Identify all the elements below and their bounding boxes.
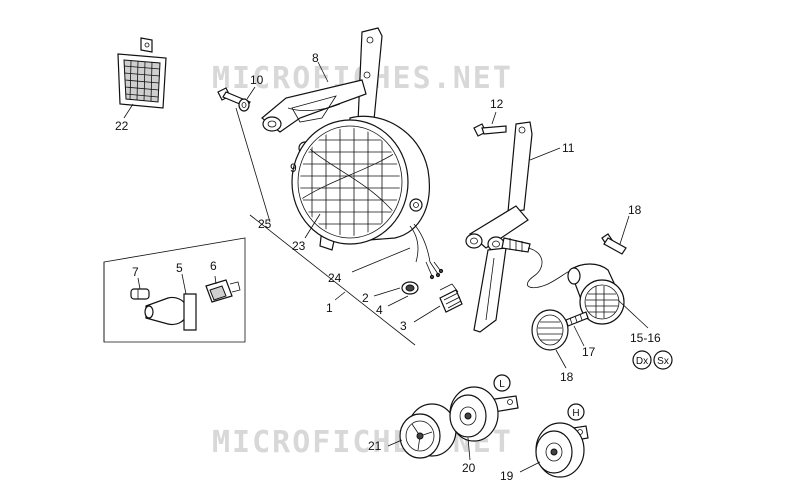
leader-10 bbox=[246, 86, 256, 100]
leader-17 bbox=[573, 325, 585, 347]
signal-bracket-11 bbox=[465, 121, 533, 333]
leader-12 bbox=[491, 111, 497, 125]
badge-horn-low: L bbox=[493, 374, 511, 392]
svg-text:L: L bbox=[499, 379, 505, 390]
headlight-23 bbox=[291, 115, 431, 263]
leader-2 bbox=[373, 287, 401, 297]
leader-6 bbox=[214, 275, 217, 285]
bolt-12 bbox=[473, 123, 507, 137]
group-1-bracket bbox=[249, 214, 416, 346]
callout-9: 9 bbox=[290, 161, 297, 175]
callout-4: 4 bbox=[376, 303, 383, 317]
signal-cable bbox=[527, 247, 573, 289]
headlight-bracket-8 bbox=[261, 27, 383, 133]
callout-10: 10 bbox=[250, 73, 264, 87]
leader-3 bbox=[413, 305, 441, 323]
callout-8: 8 bbox=[312, 51, 319, 65]
callout-11: 11 bbox=[562, 141, 575, 155]
svg-text:Sx: Sx bbox=[657, 356, 669, 367]
turn-signal-lens-18 bbox=[531, 309, 569, 351]
leader-18-upper bbox=[619, 215, 630, 245]
callout-12: 12 bbox=[490, 97, 504, 111]
horn-19 bbox=[535, 422, 589, 478]
svg-text:Dx: Dx bbox=[636, 356, 648, 367]
callout-6: 6 bbox=[210, 259, 217, 273]
callout-19: 19 bbox=[500, 469, 514, 483]
wiring-24 bbox=[425, 261, 444, 280]
callout-17: 17 bbox=[582, 345, 596, 359]
grommet-2 bbox=[401, 281, 419, 295]
bulb-7 bbox=[130, 288, 150, 300]
badge-horn-high: H bbox=[567, 403, 585, 421]
connector-3 bbox=[439, 283, 463, 313]
callout-24: 24 bbox=[328, 271, 342, 285]
horn-20 bbox=[449, 386, 519, 442]
leader-18-lower bbox=[555, 349, 567, 369]
callout-21: 21 bbox=[368, 439, 382, 453]
callout-3: 3 bbox=[400, 319, 407, 333]
callout-18-upper: 18 bbox=[628, 203, 642, 217]
stud-17 bbox=[565, 311, 589, 327]
leader-22 bbox=[123, 103, 134, 119]
bulb-inset-box bbox=[103, 237, 246, 343]
callout-22: 22 bbox=[115, 119, 129, 133]
leader-24 bbox=[351, 247, 411, 273]
svg-text:H: H bbox=[572, 408, 579, 419]
leader-4 bbox=[387, 295, 409, 307]
leader-8 bbox=[317, 61, 329, 83]
leader-20 bbox=[467, 437, 471, 461]
reflector-22 bbox=[117, 37, 167, 109]
callout-25: 25 bbox=[258, 217, 272, 231]
callout-20: 20 bbox=[462, 461, 476, 475]
leader-19 bbox=[519, 461, 541, 473]
callout-7: 7 bbox=[132, 265, 139, 279]
bulb-5 bbox=[144, 293, 197, 331]
badge-dx: Dx bbox=[632, 350, 652, 370]
horn-21 bbox=[399, 403, 457, 459]
callout-1: 1 bbox=[326, 301, 333, 315]
bolt-10 bbox=[217, 87, 251, 112]
callout-23: 23 bbox=[292, 239, 306, 253]
bulb-holder-6 bbox=[205, 279, 241, 303]
leader-5 bbox=[181, 273, 187, 295]
leader-11 bbox=[529, 147, 561, 161]
leader-1 bbox=[334, 291, 346, 301]
badge-sx: Sx bbox=[653, 350, 673, 370]
callout-5: 5 bbox=[176, 261, 183, 275]
leader-7 bbox=[137, 277, 141, 290]
callout-2: 2 bbox=[362, 291, 369, 305]
leader-25 bbox=[235, 107, 271, 223]
leader-21 bbox=[387, 439, 403, 447]
leader-23 bbox=[304, 213, 321, 239]
callout-15-16: 15-16 bbox=[630, 331, 661, 345]
turn-signal-15-16 bbox=[567, 263, 625, 325]
bolt-18-upper bbox=[601, 233, 627, 255]
leader-15-16 bbox=[617, 299, 649, 329]
callout-18-lower: 18 bbox=[560, 370, 574, 384]
